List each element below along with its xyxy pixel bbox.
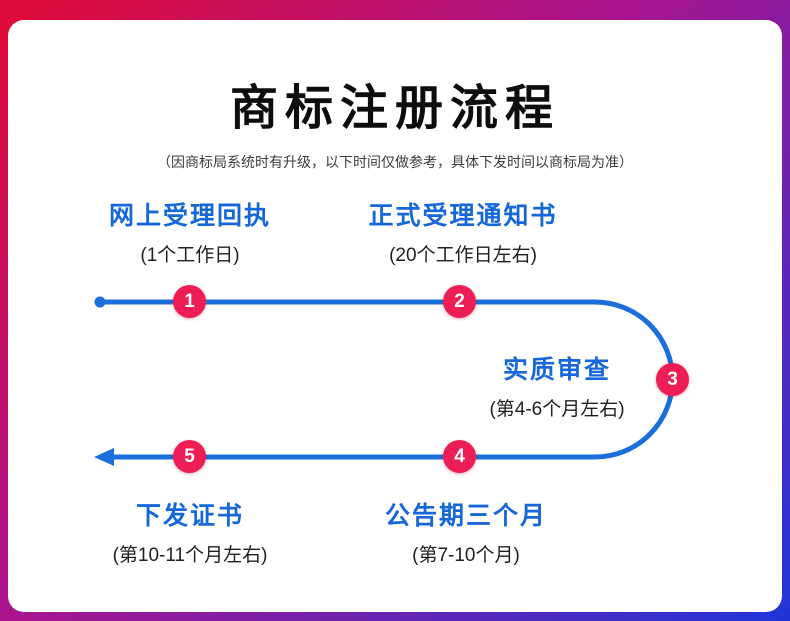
step-2: 正式受理通知书 (20个工作日左右) [368, 196, 557, 267]
step-marker-4: 4 [443, 440, 476, 473]
step-marker-3: 3 [656, 363, 689, 396]
step-5: 下发证书 (第10-11个月左右) [113, 496, 268, 567]
start-dot-icon [94, 296, 106, 308]
step-2-label: 正式受理通知书 [368, 202, 558, 230]
step-5-label: 下发证书 [135, 502, 244, 530]
step-1: 网上受理回执 (1个工作日) [109, 196, 271, 267]
step-2-duration: (20个工作日左右) [389, 245, 537, 266]
step-3-duration: (第4-6个月左右) [489, 399, 625, 420]
step-4: 公告期三个月 (第7-10个月) [385, 496, 547, 567]
step-marker-2: 2 [443, 285, 476, 318]
step-4-label: 公告期三个月 [384, 502, 548, 530]
step-5-duration: (第10-11个月左右) [112, 545, 268, 566]
step-1-label: 网上受理回执 [108, 202, 272, 230]
step-4-duration: (第7-10个月) [412, 545, 520, 566]
content-card: 商标注册流程 （因商标局系统时有升级，以下时间仅做参考，具体下发时间以商标局为准… [8, 20, 782, 612]
step-marker-1: 1 [173, 285, 206, 318]
step-1-duration: (1个工作日) [140, 245, 240, 266]
step-marker-5: 5 [173, 440, 206, 473]
page-subtitle: （因商标局系统时有升级，以下时间仅做参考，具体下发时间以商标局为准） [157, 154, 633, 170]
page-title: 商标注册流程 [229, 82, 560, 135]
step-3: 实质审查 (第4-6个月左右) [489, 350, 624, 421]
arrow-left-icon [94, 448, 114, 466]
step-3-label: 实质审查 [502, 356, 611, 384]
